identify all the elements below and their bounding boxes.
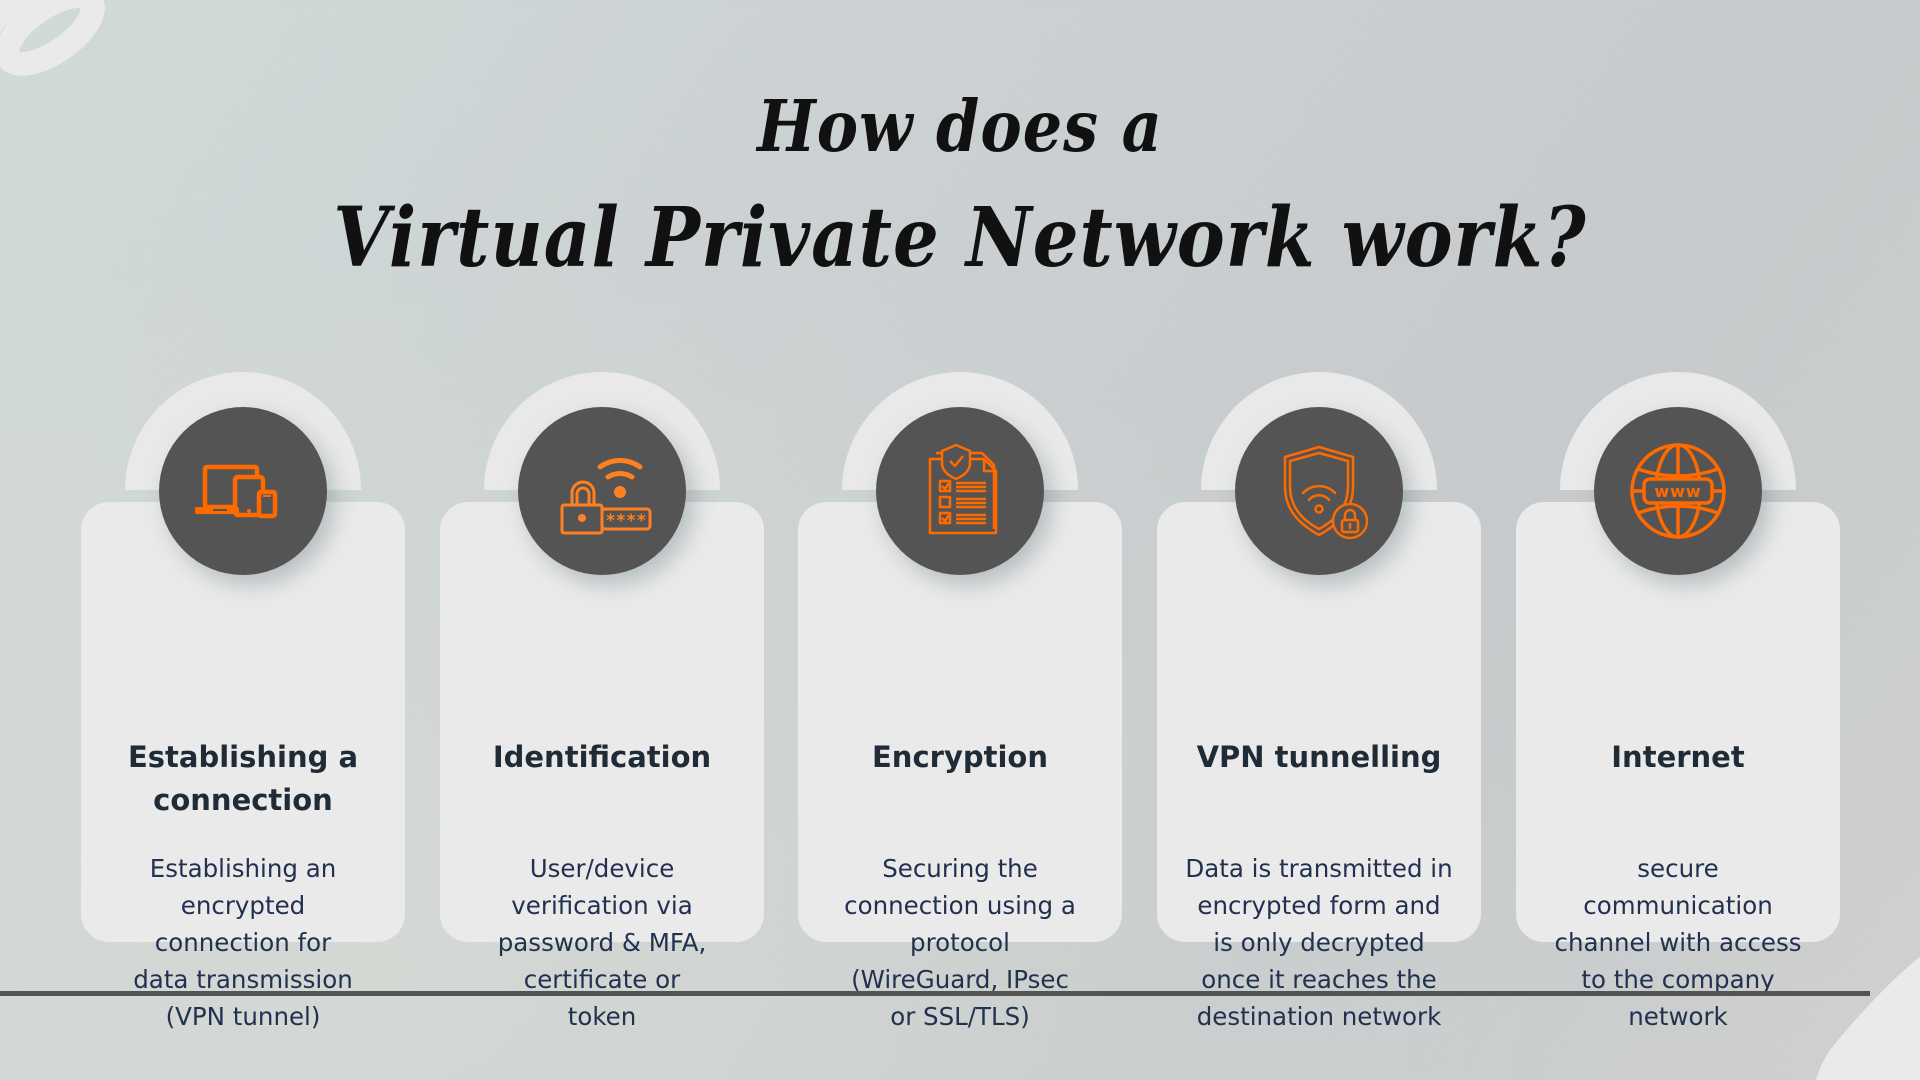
step-title: Encryption	[872, 740, 1048, 774]
step-card-internet: Internet secure communication channel wi…	[1516, 372, 1840, 1031]
globe-www-icon: www	[1630, 443, 1726, 539]
title-line-1: How does a	[757, 84, 1163, 169]
step-title: Identification	[492, 740, 712, 774]
title-line-2: Virtual Private Network work?	[333, 187, 1587, 286]
step-title: VPN tunnelling	[1196, 740, 1442, 774]
step-description: Securing the connection using a protocol…	[844, 854, 1076, 1031]
step-card-identification: Identification User/device verification …	[440, 372, 764, 1031]
step-description: User/device verification via password & …	[497, 854, 707, 1031]
card-body: Encryption Securing the connection using…	[798, 502, 1122, 1031]
icon-circle: ****	[518, 407, 686, 575]
bottom-divider	[0, 991, 1870, 996]
svg-text:****: ****	[606, 511, 647, 531]
shield-checklist-icon	[928, 443, 998, 535]
devices-icon	[195, 464, 278, 519]
step-card-vpn-tunnelling: VPN tunnelling Data is transmitted in en…	[1157, 372, 1481, 1031]
step-description: Data is transmitted in encrypted form an…	[1185, 854, 1453, 1031]
svg-text:www: www	[1654, 482, 1701, 501]
shield-wifi-lock-icon	[1283, 445, 1369, 540]
icon-circle	[876, 407, 1044, 575]
page-title: How does a Virtual Private Network work?	[0, 82, 1920, 292]
icon-circle	[159, 407, 327, 575]
card-body: Establishing a connection Establishing a…	[81, 502, 405, 1031]
lock-wifi-password-icon: ****	[560, 458, 652, 535]
step-card-connection: Establishing a connection Establishing a…	[81, 372, 405, 1031]
card-body: Identification User/device verification …	[440, 502, 764, 1031]
decorative-swirl-top-left	[0, 0, 105, 80]
step-title: Internet	[1611, 740, 1745, 774]
card-body: VPN tunnelling Data is transmitted in en…	[1157, 502, 1481, 1031]
card-body: Internet secure communication channel wi…	[1516, 502, 1840, 1031]
decorative-shape-bottom-right	[1816, 956, 1920, 1080]
icon-circle: www	[1594, 407, 1762, 575]
step-card-encryption: Encryption Securing the connection using…	[798, 372, 1122, 1031]
step-description: secure communication channel with access…	[1554, 854, 1802, 1031]
step-title: Establishing a connection	[127, 740, 359, 817]
step-description: Establishing an encrypted connection for…	[133, 854, 353, 1031]
icon-circle	[1235, 407, 1403, 575]
